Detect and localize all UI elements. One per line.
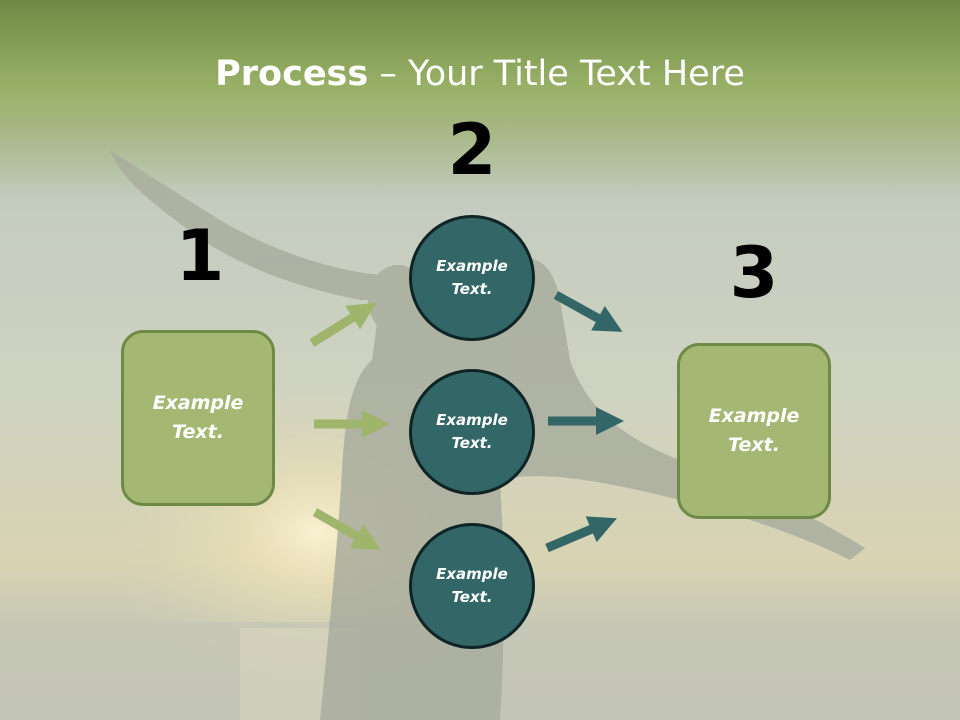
title-bold: Process: [215, 54, 369, 94]
step-number-2: 2: [447, 109, 497, 191]
arrow-right-icon: [304, 290, 384, 355]
step-3-box: Example Text.: [677, 343, 831, 519]
slide-title: Process – Your Title Text Here: [0, 52, 960, 96]
circle-middle-label: Example Text.: [436, 411, 508, 452]
step-2-circle-middle: Example Text.: [409, 369, 535, 495]
arrow-right-icon: [549, 282, 630, 345]
step-1-label: Example Text.: [152, 392, 244, 443]
arrow-right-icon: [314, 410, 390, 438]
step-1-box: Example Text.: [121, 330, 275, 506]
step-number-1: 1: [175, 215, 225, 297]
arrow-right-icon: [308, 499, 388, 563]
title-rest: – Your Title Text Here: [368, 54, 745, 94]
step-3-label: Example Text.: [708, 405, 800, 456]
arrow-right-icon: [548, 407, 624, 435]
step-number-3: 3: [729, 232, 779, 314]
step-2-circle-bottom: Example Text.: [409, 523, 535, 649]
arrow-right-icon: [541, 505, 623, 561]
step-2-circle-top: Example Text.: [409, 215, 535, 341]
circle-top-label: Example Text.: [436, 257, 508, 298]
circle-bottom-label: Example Text.: [436, 565, 508, 606]
